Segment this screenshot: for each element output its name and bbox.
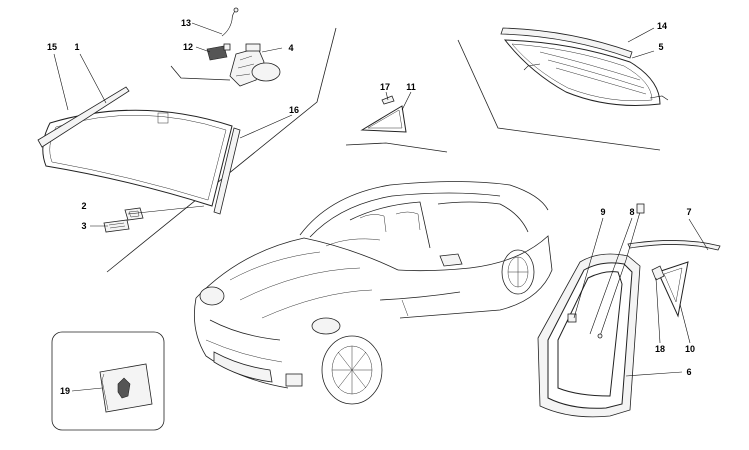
quarter-glass-triangle (360, 105, 407, 133)
rain-sensor (206, 43, 231, 61)
callout-18: 18 (655, 344, 665, 354)
door-clip (567, 313, 577, 323)
leader-lines (53, 22, 709, 392)
rearview-mirror (229, 43, 281, 87)
door-quarter-clip (651, 265, 665, 281)
callout-14: 14 (657, 21, 667, 31)
callout-3: 3 (81, 221, 86, 231)
rear-window-upper-seal (500, 27, 633, 59)
car-body-outline (193, 181, 553, 405)
callout-17: 17 (380, 82, 390, 92)
kit-package (99, 363, 153, 413)
callout-6: 6 (686, 367, 691, 377)
callout-5: 5 (658, 42, 663, 52)
callout-4: 4 (288, 43, 293, 53)
door-quarter-glass (657, 261, 689, 318)
windshield-glass (42, 109, 233, 207)
callout-19: 19 (60, 386, 70, 396)
callout-10: 10 (685, 344, 695, 354)
callout-8: 8 (629, 207, 634, 217)
mirror-base-part (124, 207, 144, 221)
callout-11: 11 (406, 82, 416, 92)
callout-1: 1 (74, 42, 79, 52)
callout-13: 13 (181, 18, 191, 28)
windshield-upper-seal (37, 86, 130, 148)
callout-labels: 1 2 3 4 5 6 7 8 9 10 11 12 13 14 15 16 1… (47, 18, 695, 396)
kit-frame (51, 331, 165, 431)
door-guide-rail (597, 203, 645, 339)
callout-9: 9 (600, 207, 605, 217)
rear-window-glass (503, 39, 669, 106)
section-divider-lines (106, 27, 661, 273)
callout-2: 2 (81, 201, 86, 211)
sensor-cable (221, 7, 239, 37)
door-outer-seal-strip (627, 240, 721, 251)
callout-7: 7 (686, 207, 691, 217)
windshield-side-seal (213, 127, 241, 215)
callout-16: 16 (289, 105, 299, 115)
mirror-cover-part (103, 219, 130, 233)
callout-12: 12 (183, 42, 193, 52)
callout-15: 15 (47, 42, 57, 52)
